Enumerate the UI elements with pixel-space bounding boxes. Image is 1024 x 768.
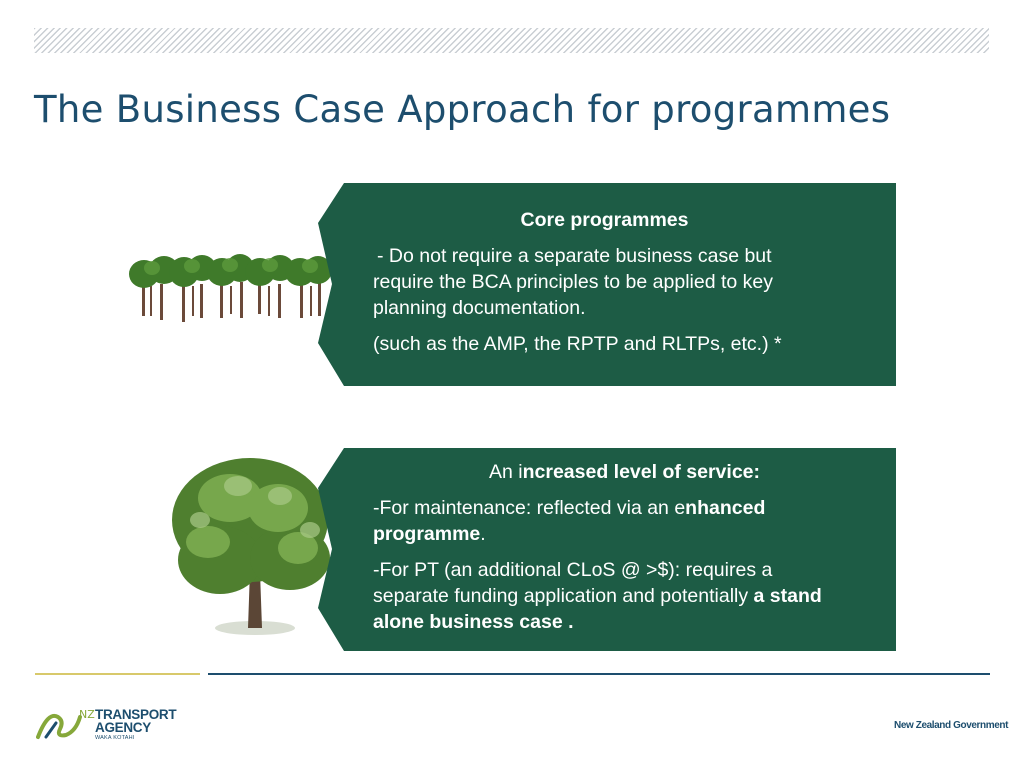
transport-agency-mark-icon: [36, 714, 82, 739]
pt-text-a: -For PT (an additional CLoS @ >$): requi…: [373, 559, 773, 607]
pt-text: -For PT (an additional CLoS @ >$): requi…: [373, 557, 836, 635]
header-hatch-band: [34, 28, 989, 53]
core-programmes-heading: Core programmes: [520, 209, 689, 231]
heading-bold: ncreased level of service:: [522, 461, 760, 483]
maintenance-text-b: .: [480, 523, 486, 545]
maintenance-text: -For maintenance: reflected via an enhan…: [373, 495, 836, 547]
logo-agency: AGENCY: [95, 720, 151, 735]
slide-title: The Business Case Approach for programme…: [34, 88, 891, 131]
increased-service-heading: An increased level of service:: [373, 459, 836, 485]
enhanced-programme: nhanced programme: [373, 497, 766, 545]
footer-rule-blue: [208, 673, 990, 675]
stand-alone-business-case: a stand alone business case .: [373, 585, 822, 633]
logo-nz: NZ: [79, 708, 95, 721]
core-programmes-text: - Do not require a separate business cas…: [373, 245, 773, 319]
increased-service-box: An increased level of service: -For main…: [318, 448, 896, 651]
core-programmes-box: Core programmes - Do not require a separ…: [318, 183, 896, 386]
logo-waka-kotahi: WAKA KOTAHI: [95, 735, 135, 741]
core-programmes-examples: (such as the AMP, the RPTP and RLTPs, et…: [373, 333, 782, 355]
small-trees-image: [129, 254, 332, 322]
large-tree-image: [172, 458, 330, 635]
heading-prefix: An i: [489, 461, 523, 483]
logo-transport: TRANSPORT: [95, 707, 177, 722]
nz-government-logo: New Zealand Government: [894, 720, 1009, 731]
maintenance-text-a: -For maintenance: reflected via an e: [373, 497, 686, 519]
footer-rule-gold: [35, 673, 200, 675]
nz-transport-agency-logo: NZ TRANSPORT AGENCY WAKA KOTAHI: [36, 707, 196, 743]
